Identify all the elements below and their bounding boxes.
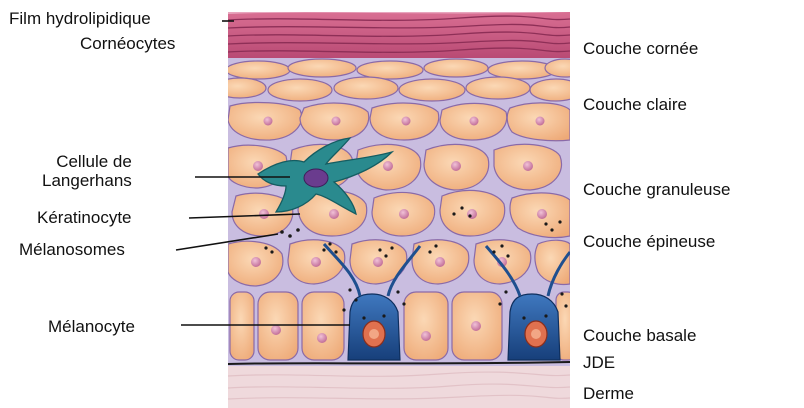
stratum-corneum (228, 11, 570, 58)
label-couche-claire: Couche claire (583, 96, 687, 113)
label-derme: Derme (583, 385, 634, 402)
label-couche-basale: Couche basale (583, 327, 696, 344)
label-film-hydrolipidique: Film hydrolipidique (9, 10, 151, 27)
label-langerhans-line1: Cellule de (42, 152, 132, 171)
label-melanocyte: Mélanocyte (48, 318, 135, 335)
label-keratinocyte: Kératinocyte (37, 209, 132, 226)
label-jde: JDE (583, 354, 615, 371)
label-melanosomes: Mélanosomes (19, 241, 125, 258)
label-couche-epineuse: Couche épineuse (583, 233, 715, 250)
label-corneocytes: Cornéocytes (80, 35, 175, 52)
dermis-layer (228, 366, 570, 408)
label-langerhans: Cellule de Langerhans (42, 152, 132, 190)
label-couche-cornee: Couche cornée (583, 40, 698, 57)
label-langerhans-line2: Langerhans (42, 171, 132, 190)
label-couche-granuleuse: Couche granuleuse (583, 181, 730, 198)
stratum-granulosum (228, 103, 570, 141)
